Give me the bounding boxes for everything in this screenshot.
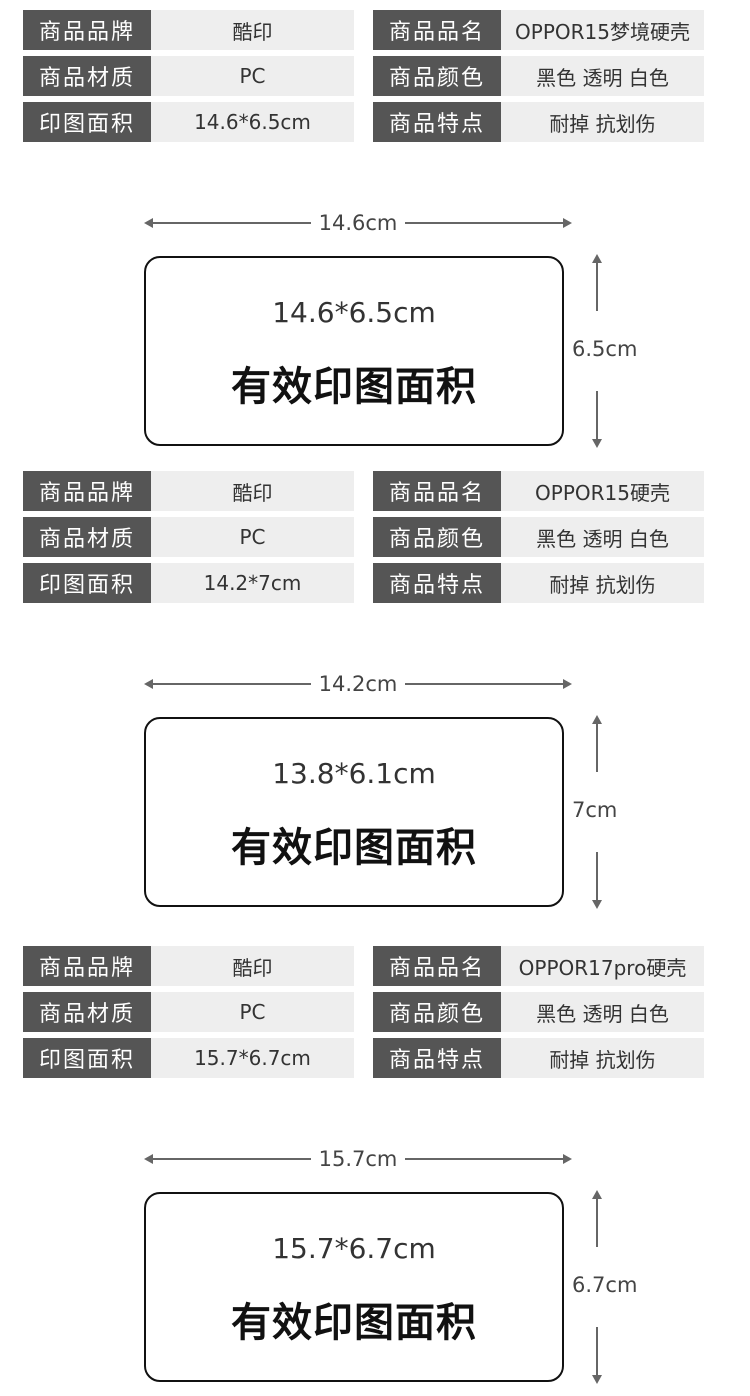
spec-label: 印图面积: [23, 563, 151, 603]
print-area-dims: 14.6*6.5cm: [272, 296, 436, 329]
spec-value-brand: 酷印: [151, 10, 354, 50]
width-dimension: 14.2cm: [144, 671, 572, 697]
arrow-up-icon: [592, 1190, 602, 1199]
spec-label: 商品品名: [373, 946, 501, 986]
print-area-dims: 13.8*6.1cm: [272, 757, 436, 790]
spec-label: 商品颜色: [373, 992, 501, 1032]
arrow-left-icon: [144, 1154, 153, 1164]
spec-value-feature: 耐掉 抗划伤: [501, 1038, 704, 1078]
height-dimension: 6.7cm: [572, 1190, 642, 1384]
spec-value-color: 黑色 透明 白色: [501, 56, 704, 96]
print-area-rectangle: 14.6*6.5cm 有效印图面积: [144, 256, 564, 446]
arrow-down-icon: [592, 900, 602, 909]
dimension-line: [146, 1158, 311, 1160]
arrow-down-icon: [592, 439, 602, 448]
arrow-up-icon: [592, 254, 602, 263]
spec-value-name: OPPOR17pro硬壳: [501, 946, 704, 986]
spec-table: 商品品牌 酷印 商品品名 OPPOR15梦境硬壳 商品材质 PC 商品颜色 黑色…: [0, 0, 750, 142]
spec-value-material: PC: [151, 992, 354, 1032]
dimension-line: [596, 1192, 598, 1247]
spec-value-feature: 耐掉 抗划伤: [501, 563, 704, 603]
arrow-right-icon: [563, 218, 572, 228]
spec-label: 商品品牌: [23, 471, 151, 511]
spec-label: 商品品牌: [23, 10, 151, 50]
spec-value-color: 黑色 透明 白色: [501, 517, 704, 557]
dimension-line: [596, 852, 598, 907]
dimension-line: [146, 683, 311, 685]
spec-value-brand: 酷印: [151, 471, 354, 511]
spec-value-color: 黑色 透明 白色: [501, 992, 704, 1032]
spec-value-print-area: 14.6*6.5cm: [151, 102, 354, 142]
spec-value-feature: 耐掉 抗划伤: [501, 102, 704, 142]
spec-value-name: OPPOR15硬壳: [501, 471, 704, 511]
spec-label: 商品颜色: [373, 56, 501, 96]
spec-label: 商品材质: [23, 517, 151, 557]
spec-label: 印图面积: [23, 1038, 151, 1078]
width-label: 14.6cm: [318, 211, 398, 235]
height-label: 6.5cm: [572, 337, 638, 361]
print-area-rectangle: 15.7*6.7cm 有效印图面积: [144, 1192, 564, 1382]
dimension-line: [405, 683, 570, 685]
spec-value-brand: 酷印: [151, 946, 354, 986]
dimension-line: [405, 222, 570, 224]
dimension-line: [596, 256, 598, 311]
print-area-diagram: 15.7cm 15.7*6.7cm 有效印图面积 6.7cm: [0, 1146, 750, 1396]
print-area-title: 有效印图面积: [231, 364, 477, 410]
print-area-diagram: 14.6cm 14.6*6.5cm 有效印图面积 6.5cm: [0, 210, 750, 460]
print-area-dims: 15.7*6.7cm: [272, 1232, 436, 1265]
spec-value-name: OPPOR15梦境硬壳: [501, 10, 704, 50]
width-dimension: 14.6cm: [144, 210, 572, 236]
print-area-diagram: 14.2cm 13.8*6.1cm 有效印图面积 7cm: [0, 671, 750, 921]
spec-label: 商品材质: [23, 56, 151, 96]
arrow-up-icon: [592, 715, 602, 724]
height-label: 7cm: [572, 798, 618, 822]
spec-label: 商品品名: [373, 471, 501, 511]
dimension-line: [596, 1327, 598, 1382]
spec-value-material: PC: [151, 517, 354, 557]
spec-table: 商品品牌 酷印 商品品名 OPPOR15硬壳 商品材质 PC 商品颜色 黑色 透…: [0, 461, 750, 603]
spec-value-material: PC: [151, 56, 354, 96]
arrow-right-icon: [563, 1154, 572, 1164]
print-area-title: 有效印图面积: [231, 825, 477, 871]
spec-table: 商品品牌 酷印 商品品名 OPPOR17pro硬壳 商品材质 PC 商品颜色 黑…: [0, 936, 750, 1078]
spec-label: 商品特点: [373, 102, 501, 142]
dimension-line: [596, 391, 598, 446]
width-dimension: 15.7cm: [144, 1146, 572, 1172]
arrow-down-icon: [592, 1375, 602, 1384]
spec-label: 商品品牌: [23, 946, 151, 986]
dimension-line: [405, 1158, 570, 1160]
arrow-left-icon: [144, 679, 153, 689]
spec-label: 印图面积: [23, 102, 151, 142]
spec-label: 商品品名: [373, 10, 501, 50]
spec-value-print-area: 15.7*6.7cm: [151, 1038, 354, 1078]
spec-label: 商品材质: [23, 992, 151, 1032]
height-label: 6.7cm: [572, 1273, 638, 1297]
spec-label: 商品颜色: [373, 517, 501, 557]
width-label: 14.2cm: [318, 672, 398, 696]
height-dimension: 6.5cm: [572, 254, 642, 448]
arrow-right-icon: [563, 679, 572, 689]
width-label: 15.7cm: [318, 1147, 398, 1171]
arrow-left-icon: [144, 218, 153, 228]
spec-label: 商品特点: [373, 563, 501, 603]
height-dimension: 7cm: [572, 715, 642, 909]
spec-value-print-area: 14.2*7cm: [151, 563, 354, 603]
dimension-line: [596, 717, 598, 772]
print-area-title: 有效印图面积: [231, 1300, 477, 1346]
print-area-rectangle: 13.8*6.1cm 有效印图面积: [144, 717, 564, 907]
spec-label: 商品特点: [373, 1038, 501, 1078]
dimension-line: [146, 222, 311, 224]
